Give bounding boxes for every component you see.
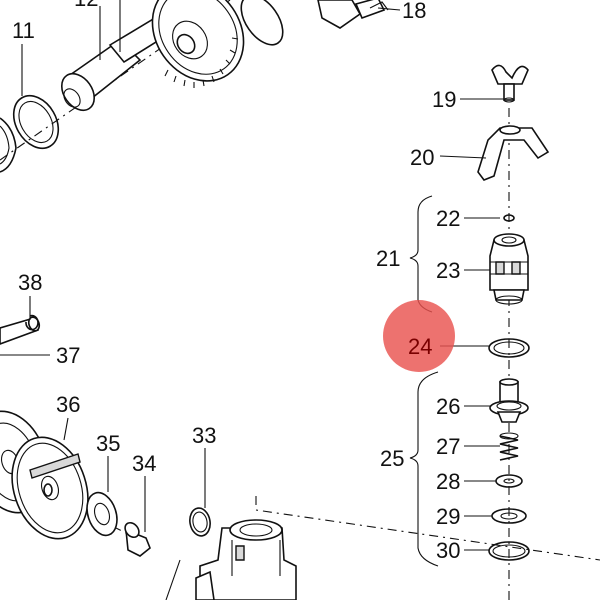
callout-21: 21 (376, 246, 400, 271)
highlight-marker (383, 300, 455, 372)
callout-35: 35 (96, 431, 120, 456)
callout-23: 23 (436, 258, 460, 283)
o-ring-22 (503, 214, 515, 222)
callout-37: 37 (56, 343, 80, 368)
callout-27: 27 (436, 434, 460, 459)
shaft-gear-assembly (0, 0, 389, 161)
washer-28 (495, 474, 523, 488)
callout-30: 30 (436, 538, 460, 563)
wing-screw-19 (491, 64, 529, 103)
callout-20: 20 (410, 145, 434, 170)
callout-25: 25 (380, 446, 404, 471)
seal-ring-11 (0, 94, 60, 173)
o-ring-30 (488, 541, 530, 561)
gear-icon (151, 0, 245, 88)
wheel-assembly (0, 410, 211, 557)
pin-37 (0, 314, 41, 345)
pump-housing (165, 496, 600, 600)
valve-seat-26 (489, 378, 529, 423)
o-ring-24 (488, 338, 530, 358)
callout-29: 29 (436, 504, 460, 529)
spring-27 (499, 432, 519, 461)
callout-12: 12 (74, 0, 98, 11)
callout-33: 33 (192, 423, 216, 448)
callout-38: 38 (18, 270, 42, 295)
bracket-25 (409, 371, 439, 567)
callout-18: 18 (402, 0, 426, 23)
callout-36: 36 (56, 392, 80, 417)
callout-24: 24 (408, 334, 432, 359)
clip-38 (25, 314, 39, 331)
bracket-21 (409, 195, 433, 313)
callout-26: 26 (436, 394, 460, 419)
valve-body-23 (489, 233, 529, 305)
callout-28: 28 (436, 469, 460, 494)
fork-20 (477, 125, 550, 181)
callout-34: 34 (132, 451, 156, 476)
callout-labels: 11 12 18 19 20 21 22 23 24 25 26 27 28 2… (12, 0, 460, 563)
callout-19: 19 (432, 87, 456, 112)
callout-11: 11 (12, 18, 35, 43)
callout-22: 22 (436, 206, 460, 231)
